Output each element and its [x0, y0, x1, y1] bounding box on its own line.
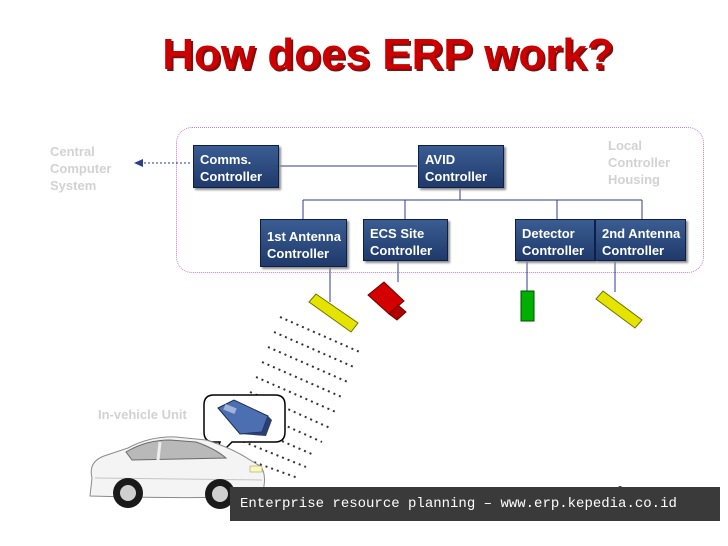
antenna-icon [308, 293, 359, 333]
local-housing-label: Local Controller Housing [608, 137, 670, 188]
in-vehicle-unit-icon [217, 399, 272, 436]
antenna-icon [595, 290, 643, 329]
page-title: How does ERP work? [0, 30, 728, 80]
local-label-line2: Controller [608, 155, 671, 170]
in-vehicle-label-text: In-vehicle Unit [98, 407, 187, 422]
antenna1-line1: 1st Antenna [267, 229, 341, 244]
arrow-left-icon [134, 159, 143, 167]
in-vehicle-unit-label: In-vehicle Unit [98, 406, 187, 423]
local-label-line1: Local [608, 138, 642, 153]
camera-icon [367, 281, 407, 321]
comms-line2: Controller [200, 169, 263, 184]
car-icon [89, 436, 265, 509]
detector-line2: Controller [522, 243, 585, 258]
antenna1-line2: Controller [267, 246, 330, 261]
antenna2-line1: 2nd Antenna [602, 226, 681, 241]
central-computer-label: Central Computer System [50, 143, 111, 194]
footer-text: Enterprise resource planning – www.erp.k… [240, 496, 677, 512]
central-label-line1: Central [50, 144, 95, 159]
ecs-line2: Controller [370, 243, 433, 258]
detector-controller-box: Detector Controller [515, 219, 595, 261]
comms-controller-box: Comms. Controller [193, 145, 279, 188]
central-label-line2: Computer [50, 161, 112, 176]
detector-icon [520, 290, 535, 322]
connection-lines [278, 165, 643, 302]
avid-line2: Controller [425, 169, 488, 184]
local-controller-housing [176, 127, 704, 273]
antenna2-controller-box: 2nd Antenna Controller [595, 219, 686, 261]
ecs-line1: ECS Site [370, 226, 425, 241]
central-label-line3: System [50, 178, 97, 193]
ecs-site-controller-box: ECS Site Controller [363, 219, 448, 261]
footer-watermark: Enterprise resource planning – www.erp.k… [230, 487, 720, 521]
comms-line1: Comms. [200, 152, 252, 167]
detector-line1: Detector [522, 226, 575, 241]
antenna2-line2: Controller [602, 243, 665, 258]
avid-controller-box: AVID Controller [418, 145, 504, 188]
antenna1-controller-box: 1st Antenna Controller [260, 219, 347, 267]
avid-line1: AVID [425, 152, 456, 167]
local-label-line3: Housing [608, 172, 660, 187]
page-title-text: How does ERP work? [162, 30, 614, 79]
